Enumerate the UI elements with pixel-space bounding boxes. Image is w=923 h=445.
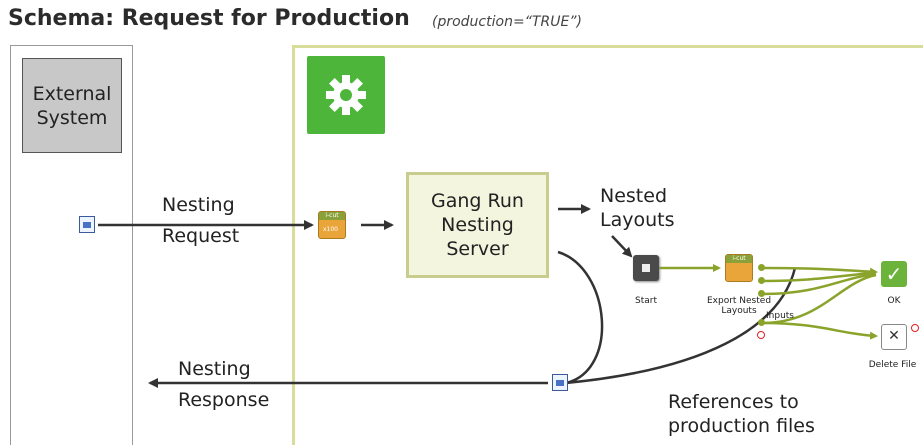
- export-port-1: [758, 264, 765, 271]
- workflow-to-doc-curve: [565, 267, 797, 385]
- request-label-line2: Request: [162, 225, 240, 247]
- server-label-line1: Gang Run: [431, 190, 524, 212]
- ok-label: OK: [887, 296, 901, 306]
- server-label-line2: Nesting: [441, 214, 514, 236]
- external-system-box: External System: [22, 58, 122, 153]
- icut-icon: i-cut x100: [318, 211, 346, 239]
- export-band-label: i-cut: [726, 255, 752, 263]
- server-to-doc-curve: [557, 250, 604, 385]
- gear-icon: [326, 75, 366, 115]
- ok-node[interactable]: ✓: [881, 261, 907, 287]
- export-label-line2: Layouts: [721, 306, 757, 316]
- export-to-ok-connector-1: [762, 266, 878, 276]
- export-to-ok-connector-4: [762, 273, 877, 325]
- export-port-2: [758, 277, 765, 284]
- export-to-ok-connector-3: [762, 272, 877, 296]
- request-label-line1: Nesting: [162, 194, 235, 216]
- delete-error-dot: [911, 324, 919, 332]
- icut-band-label: i-cut: [319, 212, 345, 220]
- gear-tile: [307, 56, 385, 134]
- delete-label: Delete File: [868, 360, 917, 370]
- external-system-label-line2: System: [36, 106, 108, 129]
- production-flow-lane: [292, 45, 923, 445]
- references-label-line1: References to: [668, 391, 799, 413]
- request-document-icon: [79, 216, 95, 233]
- start-node[interactable]: [633, 255, 659, 281]
- export-port-4: [758, 319, 765, 326]
- export-label-line1: Export Nested: [706, 296, 772, 306]
- gang-run-nesting-server: Gang Run Nesting Server: [406, 172, 549, 278]
- nested-layouts-label-line1: Nested: [600, 185, 668, 207]
- response-document-icon: [552, 374, 568, 391]
- response-label-line2: Response: [178, 389, 270, 411]
- export-to-delete-connector: [762, 321, 878, 340]
- page-title: Schema: Request for Production: [8, 6, 410, 31]
- export-error-dot: [757, 331, 765, 339]
- response-label-line1: Nesting: [178, 358, 251, 380]
- start-label: Start: [635, 296, 657, 306]
- nested-layouts-label-line2: Layouts: [600, 209, 675, 231]
- export-nested-layouts-node[interactable]: i-cut: [725, 254, 753, 282]
- icut-sub-label: x100: [323, 226, 339, 233]
- export-port-3: [758, 290, 765, 297]
- to-start-arrow: [611, 235, 633, 258]
- inputs-label: Inputs: [766, 311, 794, 321]
- server-label-line3: Server: [446, 238, 509, 260]
- delete-file-node[interactable]: ✕: [881, 324, 907, 350]
- references-label-line2: production files: [668, 415, 815, 437]
- external-system-label-line1: External: [32, 82, 112, 105]
- page-subtitle: (production=“TRUE”): [432, 14, 583, 30]
- export-to-ok-connector-2: [762, 271, 877, 283]
